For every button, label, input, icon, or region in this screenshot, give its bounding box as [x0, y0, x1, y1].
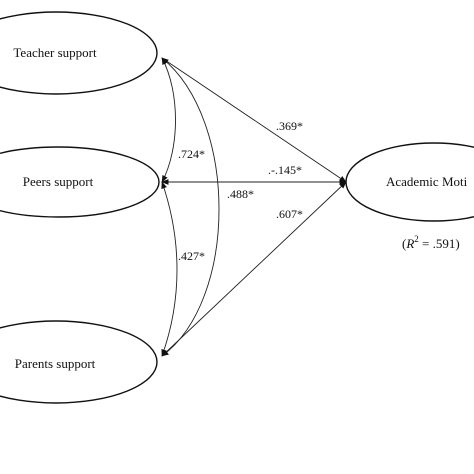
path-teacher-to-outcome: [161, 57, 347, 183]
r-squared-symbol: R: [405, 236, 414, 251]
label-teacher-to-outcome: .369*: [276, 119, 303, 133]
path-parents-to-outcome: [161, 181, 347, 357]
correlation-teacher-parents: [161, 57, 220, 357]
label-teacher-peers: .724*: [178, 147, 205, 161]
node-academic-motivation: Academic Moti: [345, 142, 474, 222]
correlation-teacher-peers: [161, 57, 176, 183]
r-squared-value: = .591: [419, 236, 456, 251]
node-peers-support: Peers support: [0, 146, 160, 218]
r-squared-close: ): [455, 236, 459, 251]
label-peers-to-outcome: .-.145*: [268, 163, 302, 177]
label-peers-parents: .427*: [178, 249, 205, 263]
label-parents-to-outcome: .607*: [276, 207, 303, 221]
node-parents-support: Parents support: [0, 320, 158, 404]
node-label-peers: Peers support: [23, 174, 94, 189]
node-label-teacher: Teacher support: [13, 45, 97, 60]
label-teacher-parents: .488*: [227, 187, 254, 201]
node-teacher-support: Teacher support: [0, 11, 158, 95]
r-squared-exponent: 2: [414, 234, 419, 244]
node-label-outcome: Academic Moti: [386, 174, 468, 189]
r-squared-open: (: [402, 236, 406, 251]
r-squared-label: (R2 = .591): [402, 234, 460, 251]
correlation-peers-parents: [161, 181, 178, 357]
node-label-parents: Parents support: [15, 356, 96, 371]
